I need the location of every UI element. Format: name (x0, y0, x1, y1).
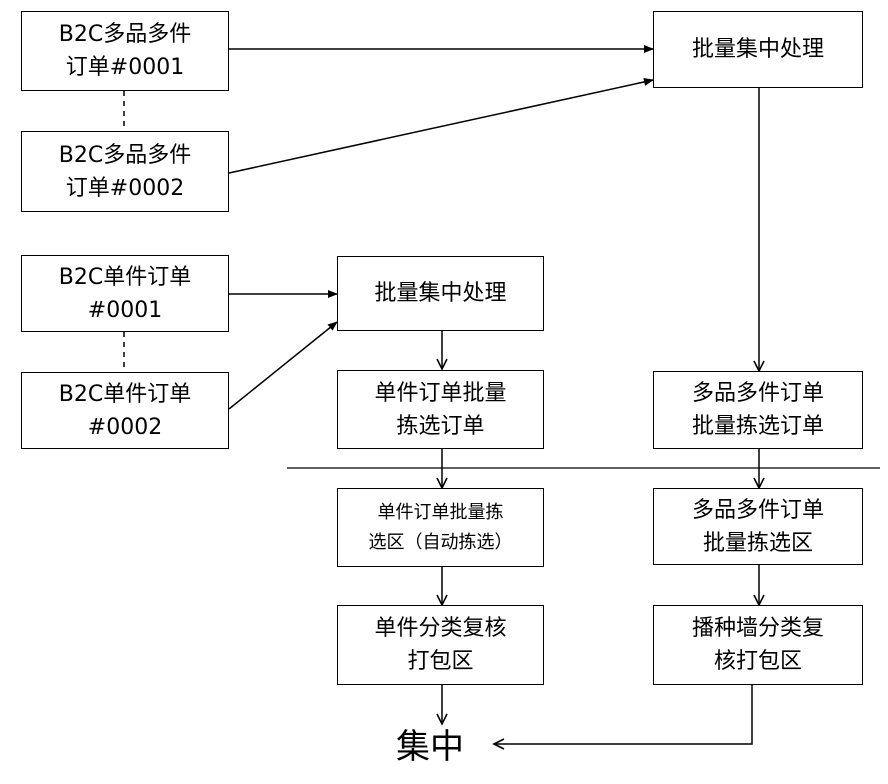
batch-process-multi-label: 批量集中处理 (691, 37, 824, 62)
single-pick-zone-label: 单件订单批量拣 选区（自动拣选） (368, 501, 513, 553)
multi-order-0002-box: B2C多品多件 订单#0002 (21, 131, 229, 212)
multi-pack-zone-box: 播种墙分类复 核打包区 (653, 605, 863, 685)
arrow-multi2-to-batch (228, 78, 654, 174)
batch-process-single-label: 批量集中处理 (374, 281, 507, 306)
single-pack-zone-box: 单件分类复核 打包区 (337, 605, 544, 685)
single-batch-pick-order-label: 单件订单批量 拣选订单 (374, 380, 507, 439)
multi-order-0002-label: B2C多品多件 订单#0002 (58, 142, 192, 201)
batch-process-single-box: 批量集中处理 (337, 256, 544, 331)
single-pack-zone-label: 单件分类复核 打包区 (374, 616, 507, 674)
multi-pack-zone-label: 播种墙分类复 核打包区 (691, 616, 824, 674)
batch-process-multi-box: 批量集中处理 (653, 11, 863, 88)
multi-order-0001-box: B2C多品多件 订单#0001 (21, 11, 229, 91)
multi-batch-pick-order-box: 多品多件订单 批量拣选订单 (653, 371, 863, 449)
multi-pick-zone-box: 多品多件订单 批量拣选区 (653, 488, 863, 565)
single-order-0001-label: B2C单件订单 #0001 (58, 264, 192, 323)
arrow-single2-to-batch (228, 321, 338, 410)
single-pick-zone-box: 单件订单批量拣 选区（自动拣选） (337, 488, 544, 567)
single-order-0002-label: B2C单件订单 #0002 (58, 381, 192, 440)
multi-batch-pick-order-label: 多品多件订单 批量拣选订单 (691, 381, 824, 439)
arrow-multi-pack-to-collect (492, 685, 753, 750)
single-order-0001-box: B2C单件订单 #0001 (21, 255, 229, 332)
single-batch-pick-order-box: 单件订单批量 拣选订单 (337, 370, 544, 449)
multi-pick-zone-label: 多品多件订单 批量拣选区 (691, 497, 824, 556)
multi-order-0001-label: B2C多品多件 订单#0001 (58, 22, 192, 80)
single-order-0002-box: B2C单件订单 #0002 (21, 372, 229, 449)
final-collect-label: 集中 (396, 727, 464, 767)
